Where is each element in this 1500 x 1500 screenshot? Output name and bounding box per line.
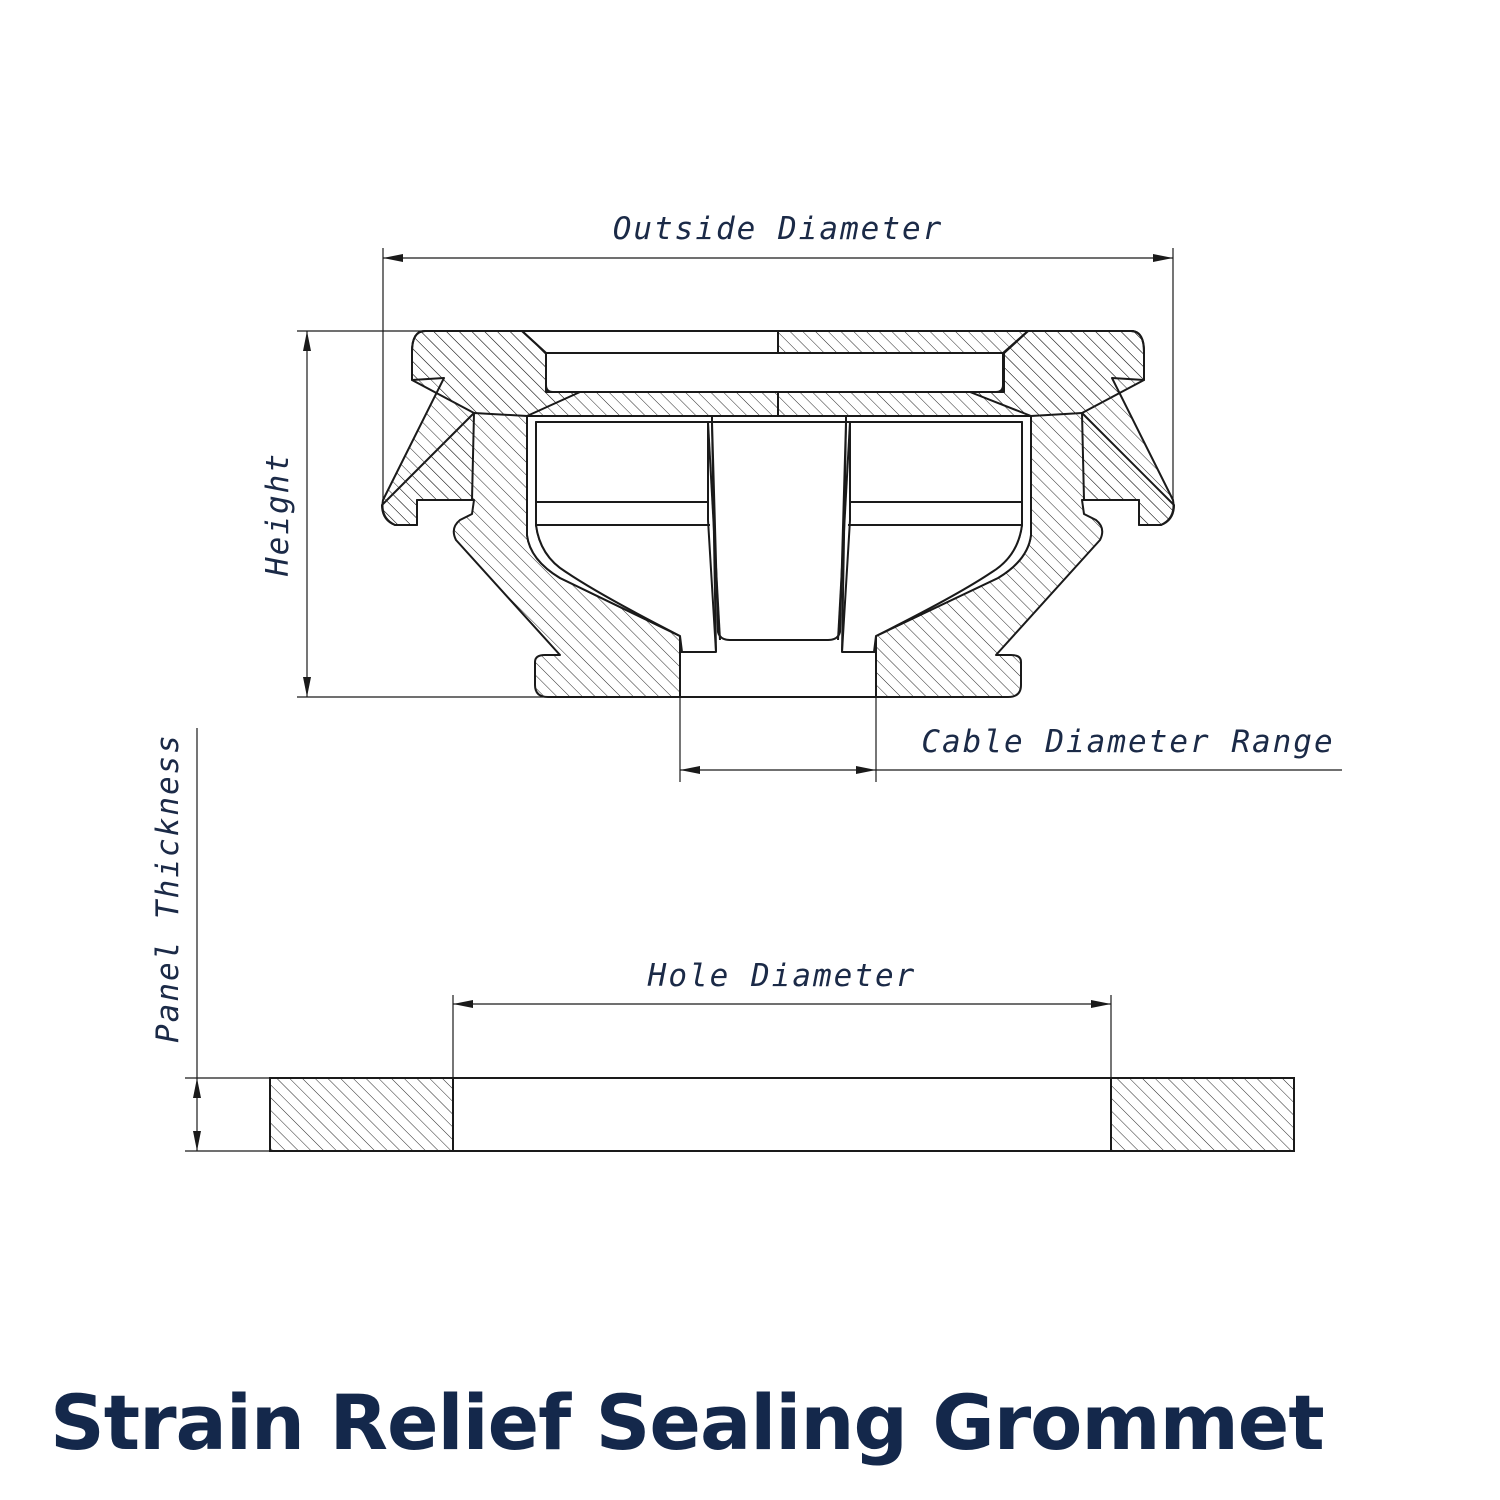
inner-seal-right: [841, 421, 1023, 653]
cable-bore: [711, 421, 847, 641]
grommet-lip-left: [381, 330, 581, 526]
panel-right: [1110, 1077, 1295, 1152]
cable-diameter-range-label: Cable Diameter Range: [921, 724, 1334, 760]
cable-diameter-dimension: [679, 697, 1342, 782]
panel-thickness-dimension: [185, 728, 270, 1152]
panel-left: [269, 1077, 454, 1152]
top-recess: [545, 352, 1004, 393]
grommet-section: [381, 330, 1175, 698]
height-dimension: [297, 330, 548, 698]
cable-bore-left-edge: [707, 421, 721, 641]
panel-section: [269, 1077, 1295, 1152]
hole-diameter-label: Hole Diameter: [647, 958, 917, 994]
panel-thickness-label: Panel Thickness: [150, 733, 186, 1043]
hole-diameter-dimension: [452, 995, 1112, 1078]
inner-seal-left: [535, 421, 717, 653]
outside-diameter-dimension: [382, 248, 1174, 500]
page-title: Strain Relief Sealing Grommet: [50, 1378, 1325, 1467]
outside-diameter-label: Outside Diameter: [613, 211, 944, 247]
height-label: Height: [260, 452, 296, 577]
grommet-lip-right: [969, 330, 1175, 526]
cable-bore-right-edge: [837, 421, 851, 641]
